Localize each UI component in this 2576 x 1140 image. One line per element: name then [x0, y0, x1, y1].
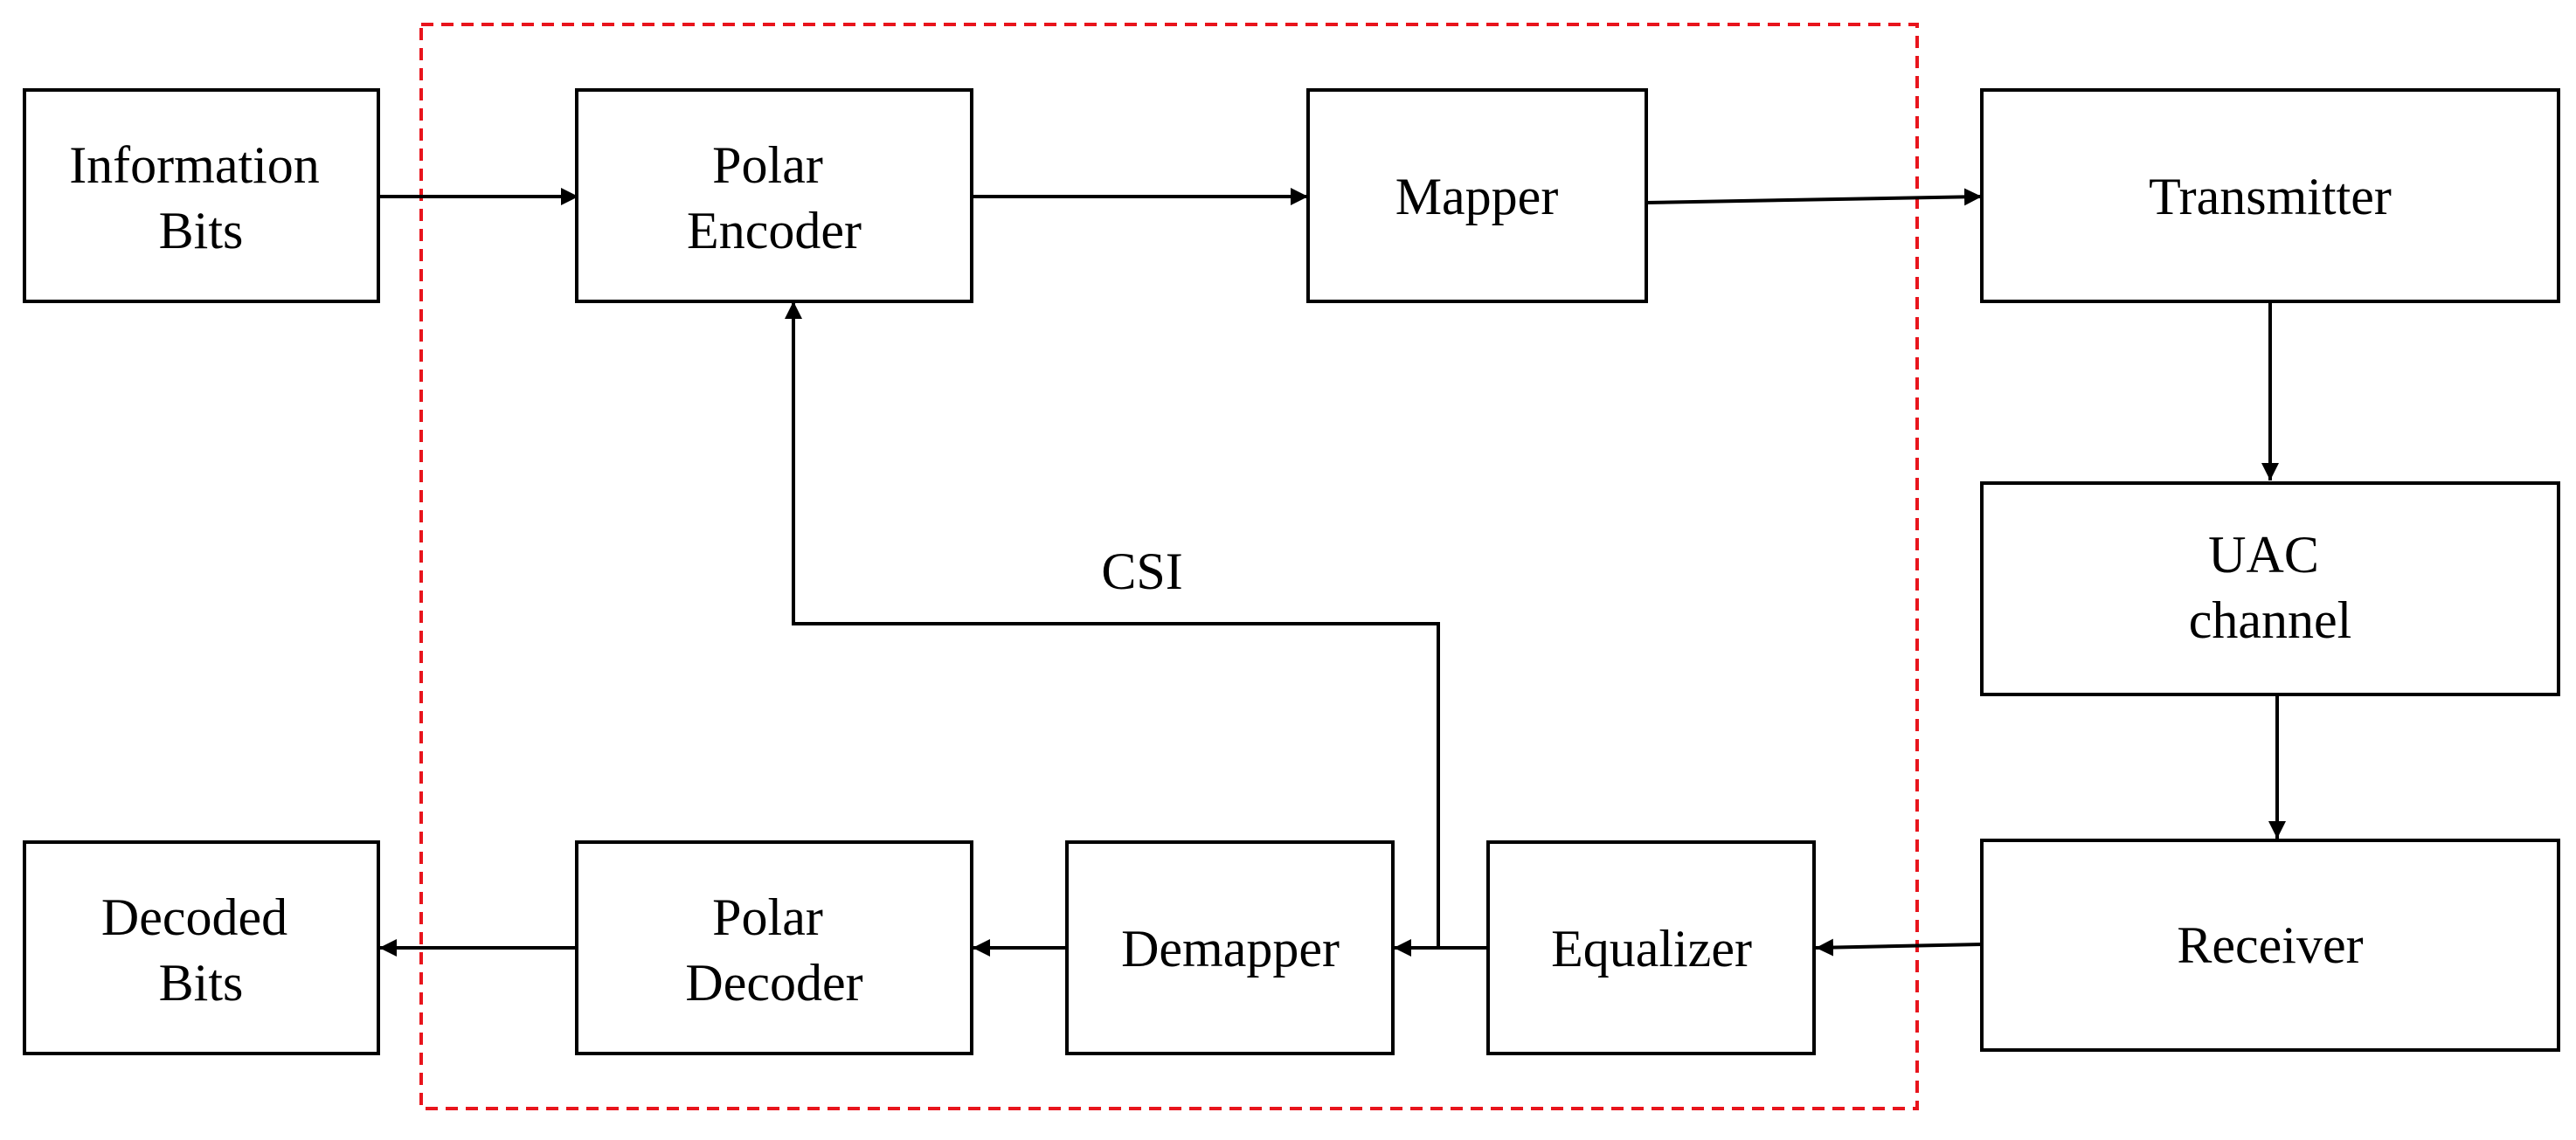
block-polar-encoder: Polar Encoder: [575, 88, 973, 303]
block-transmitter-box: [1980, 88, 2560, 303]
block-mapper-box: [1306, 88, 1648, 303]
block-equalizer: Equalizer: [1486, 840, 1816, 1055]
block-information-bits-label: Information Bits: [69, 136, 333, 259]
csi-label: CSI: [1101, 542, 1182, 600]
block-uac-channel-box: [1980, 481, 2560, 696]
block-transmitter: Transmitter: [1980, 88, 2560, 303]
block-information-bits-line1: Information: [69, 136, 320, 194]
block-demapper: Demapper: [1065, 840, 1395, 1055]
block-information-bits: Information Bits: [23, 88, 380, 303]
edge-receiver-to-equalizer: [1815, 938, 1983, 957]
block-demapper-box: [1065, 840, 1395, 1055]
block-decoded-bits-box: [23, 840, 380, 1055]
edges: CSI: [378, 188, 2286, 957]
block-equalizer-label: Equalizer: [1551, 920, 1752, 978]
block-uac-channel-line1: UAC: [2208, 526, 2319, 584]
block-polar-encoder-box: [575, 88, 973, 303]
block-polar-decoder-line1: Polar: [712, 888, 823, 946]
edge-csi-feedback: [785, 301, 1440, 948]
block-polar-decoder-line2: Decoder: [685, 954, 862, 1012]
block-uac-channel: UAC channel: [1980, 481, 2560, 696]
block-decoded-bits-line1: Decoded: [101, 888, 287, 946]
block-polar-decoder-box: [575, 840, 973, 1055]
block-polar-encoder-line1: Polar: [712, 136, 823, 194]
block-equalizer-box: [1486, 840, 1816, 1055]
block-information-bits-box: [23, 88, 380, 303]
edge-mapper-to-transmitter: [1645, 188, 1983, 206]
block-transmitter-label: Transmitter: [2149, 168, 2392, 225]
block-demapper-label: Demapper: [1121, 920, 1340, 978]
block-receiver: Receiver: [1980, 839, 2560, 1052]
block-decoded-bits-line2: Bits: [159, 954, 244, 1012]
block-uac-channel-label: UAC channel: [2189, 526, 2352, 649]
block-receiver-label: Receiver: [2177, 916, 2363, 974]
block-mapper: Mapper: [1306, 88, 1648, 303]
block-receiver-box: [1980, 839, 2560, 1052]
block-polar-encoder-line2: Encoder: [687, 202, 862, 259]
block-polar-decoder: Polar Decoder: [575, 840, 973, 1055]
block-uac-channel-line2: channel: [2189, 591, 2352, 649]
block-polar-encoder-label: Polar Encoder: [687, 136, 862, 259]
block-decoded-bits: Decoded Bits: [23, 840, 380, 1055]
block-decoded-bits-label: Decoded Bits: [101, 888, 301, 1012]
block-mapper-label: Mapper: [1395, 168, 1559, 225]
block-polar-decoder-label: Polar Decoder: [685, 888, 862, 1012]
dashed-region-border: [419, 23, 1919, 1110]
block-information-bits-line2: Bits: [159, 202, 244, 259]
